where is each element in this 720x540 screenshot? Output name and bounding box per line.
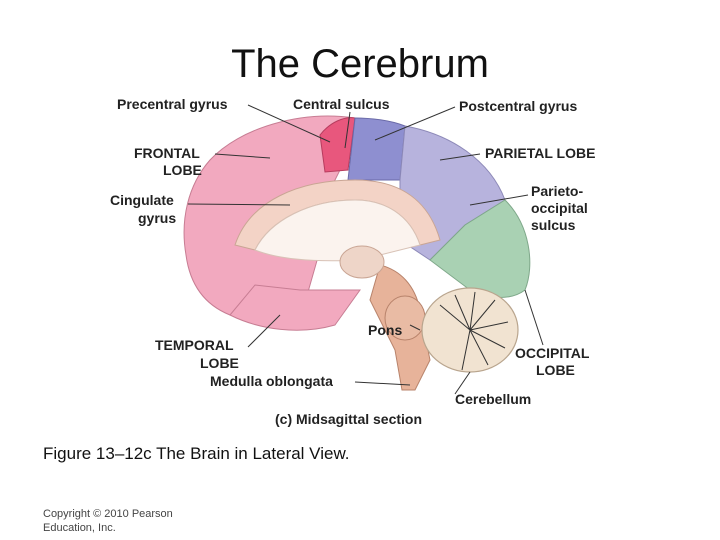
label-central-sulcus: Central sulcus <box>293 96 390 112</box>
label-temporal-line1: TEMPORAL <box>155 337 234 353</box>
label-temporal-line2: LOBE <box>200 355 239 371</box>
label-occipital-line1: OCCIPITAL <box>515 345 590 361</box>
label-cingulate-line1: Cingulate <box>110 192 174 208</box>
postcentral-gyrus-region <box>348 118 405 180</box>
label-cerebellum: Cerebellum <box>455 391 531 407</box>
label-medulla: Medulla oblongata <box>210 373 333 389</box>
temporal-lobe-region <box>230 285 360 330</box>
label-parieto-line3: sulcus <box>531 217 576 233</box>
thalamus-region <box>340 246 384 278</box>
label-frontal-lobe-line2: LOBE <box>163 162 202 178</box>
label-parietal-lobe: PARIETAL LOBE <box>485 145 595 161</box>
label-postcentral-gyrus: Postcentral gyrus <box>459 98 577 114</box>
label-cingulate-line2: gyrus <box>138 210 176 226</box>
label-occipital-line2: LOBE <box>536 362 575 378</box>
label-precentral-gyrus: Precentral gyrus <box>117 96 228 112</box>
label-frontal-lobe-line1: FRONTAL <box>134 145 200 161</box>
figure-caption: Figure 13–12c The Brain in Lateral View. <box>43 444 350 464</box>
label-section: (c) Midsagittal section <box>275 411 422 427</box>
label-parieto-line2: occipital <box>531 200 588 216</box>
copyright-notice: Copyright © 2010 Pearson Education, Inc. <box>43 507 203 535</box>
label-pons: Pons <box>368 322 402 338</box>
label-parieto-line1: Parieto- <box>531 183 583 199</box>
